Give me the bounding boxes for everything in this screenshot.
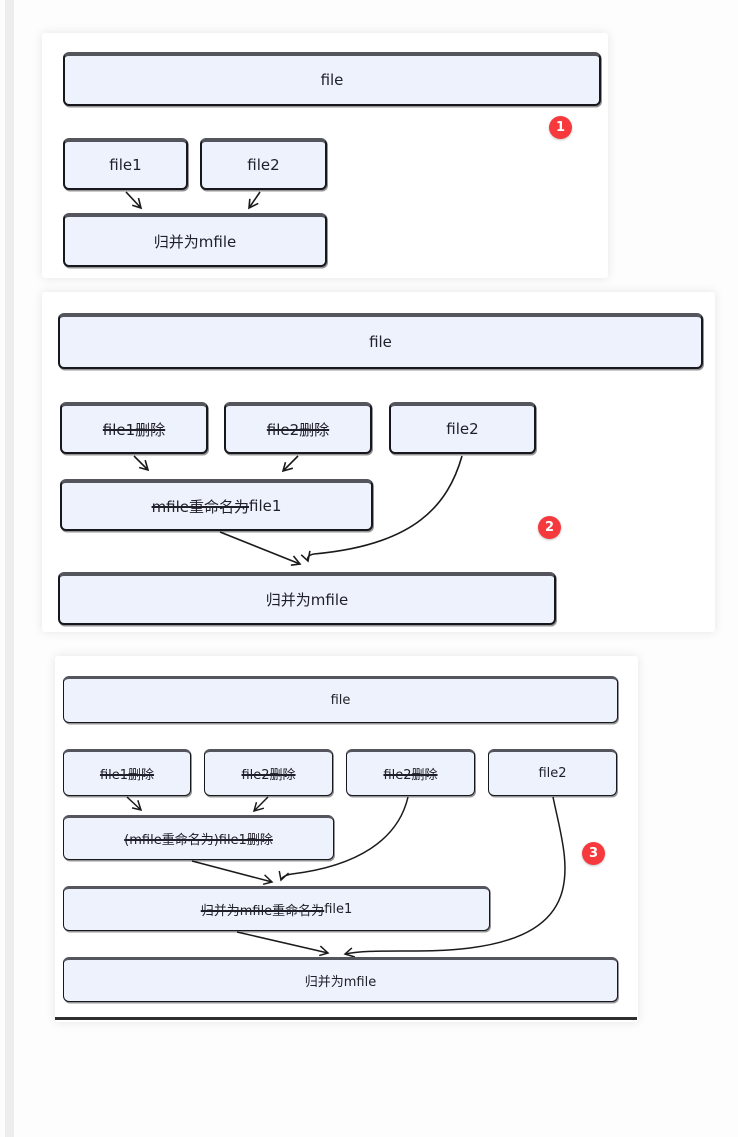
node-label: 归并为mfile bbox=[265, 591, 349, 609]
step-3-card: file file1删除 file2删除 file2删除 file2 (mfil… bbox=[55, 656, 638, 1022]
node-file2-deleted-b: file2删除 bbox=[346, 749, 475, 796]
node-label-struck: file2删除 bbox=[266, 420, 330, 439]
node-label: file2 bbox=[538, 766, 567, 781]
node-file1: file1 bbox=[63, 138, 188, 190]
arrow-mergerename-to-merge bbox=[236, 931, 330, 957]
arrow-renamedel-to-mergerename bbox=[191, 860, 274, 886]
node-label-struck: (mfile重命名为)file1删除 bbox=[124, 833, 273, 848]
node-file: file bbox=[58, 313, 703, 369]
node-label-struck: 归并为mfile重命名为 bbox=[200, 904, 325, 919]
node-file1-deleted: file1删除 bbox=[60, 402, 208, 454]
node-file1-deleted: file1删除 bbox=[63, 749, 191, 796]
node-label: file1 bbox=[249, 497, 282, 515]
node-file2-deleted-a: file2删除 bbox=[204, 749, 333, 796]
node-label: file bbox=[330, 693, 351, 708]
node-label: file bbox=[369, 333, 392, 351]
arrow-file1-to-merge bbox=[125, 191, 143, 210]
node-file2: file2 bbox=[389, 402, 536, 454]
node-file: file bbox=[63, 676, 618, 723]
node-label-struck: file2删除 bbox=[383, 768, 438, 783]
node-label: file bbox=[320, 71, 344, 89]
node-label: file1 bbox=[324, 902, 353, 917]
step-badge-1: 1 bbox=[549, 116, 572, 139]
node-label: file2 bbox=[247, 156, 280, 174]
node-file2: file2 bbox=[488, 749, 617, 796]
node-file: file bbox=[63, 52, 601, 106]
node-label-struck: mfile重命名为 bbox=[151, 497, 250, 516]
section-divider-rule bbox=[55, 1017, 637, 1020]
node-label-struck: file2删除 bbox=[241, 768, 296, 783]
node-label: 归并为mfile bbox=[304, 975, 377, 990]
arrow-file2del-to-renamedel bbox=[252, 796, 269, 813]
step-badge-2: 2 bbox=[538, 516, 561, 539]
arrow-rename-to-merge bbox=[219, 531, 302, 567]
arrow-file2-to-merge bbox=[248, 191, 261, 210]
node-label: file2 bbox=[446, 420, 479, 438]
arrow-file1del-to-rename bbox=[133, 455, 150, 472]
node-rename-deleted: (mfile重命名为)file1删除 bbox=[63, 815, 334, 860]
node-label: file1 bbox=[109, 156, 142, 174]
step-1-card: file file1 file2 归并为mfile 1 bbox=[42, 33, 608, 278]
node-label-struck: file1删除 bbox=[102, 420, 166, 439]
node-file2: file2 bbox=[200, 138, 327, 190]
arrow-file2del-to-rename bbox=[281, 455, 299, 473]
node-merge-mfile: 归并为mfile bbox=[58, 572, 556, 625]
node-label: 归并为mfile bbox=[153, 232, 237, 251]
node-merge-mfile: 归并为mfile bbox=[63, 957, 618, 1002]
arrow-file1del-to-renamedel bbox=[126, 796, 143, 812]
node-label-struck: file1删除 bbox=[99, 768, 155, 783]
left-gutter-strip bbox=[5, 0, 14, 1137]
step-badge-3: 3 bbox=[582, 842, 605, 865]
node-merge-mfile: 归并为mfile bbox=[63, 213, 327, 267]
node-file2-deleted: file2删除 bbox=[224, 402, 372, 454]
